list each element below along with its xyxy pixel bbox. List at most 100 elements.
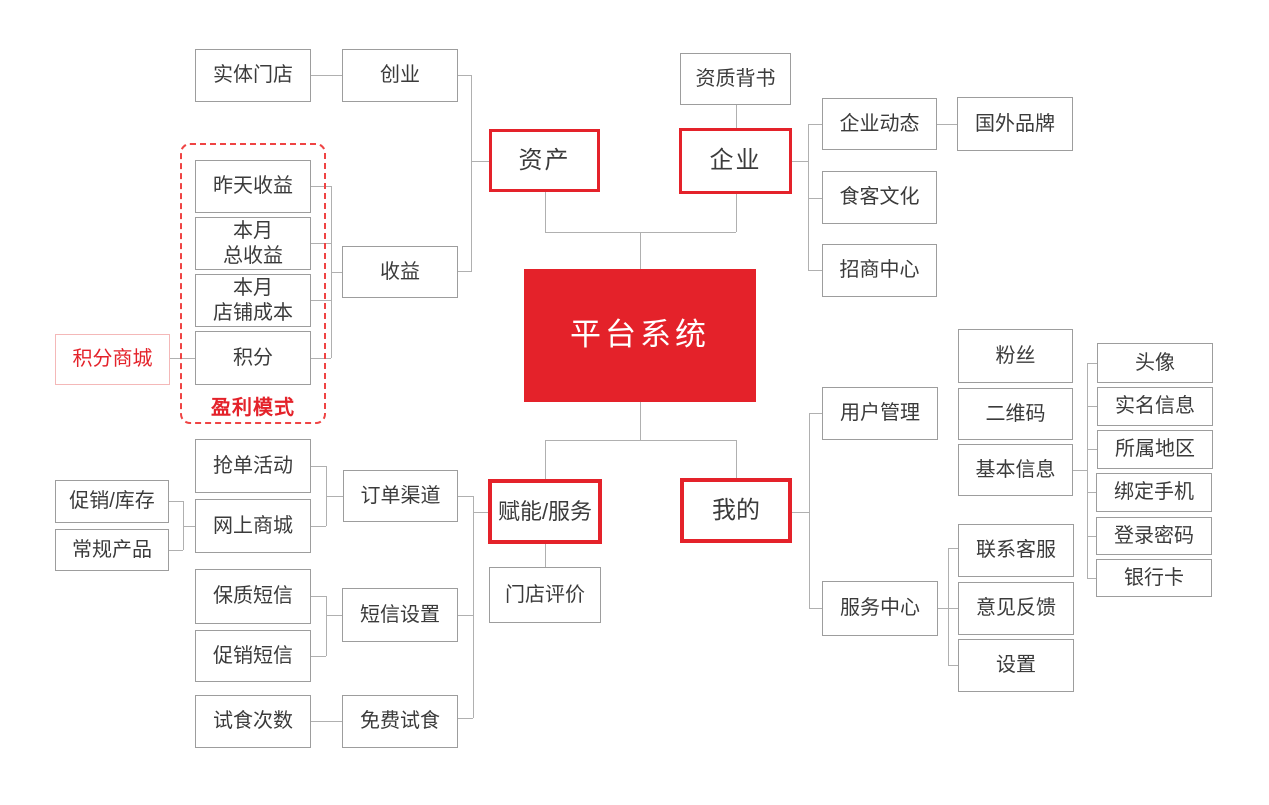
connector-line: [331, 272, 342, 273]
connector-line: [326, 466, 327, 526]
node-fans: 粉丝: [958, 329, 1073, 383]
node-points-mall: 积分商城: [55, 334, 170, 385]
node-bind-phone: 绑定手机: [1096, 473, 1212, 512]
node-trial-count: 试食次数: [195, 695, 311, 748]
connector-line: [169, 550, 183, 551]
connector-line: [792, 161, 808, 162]
connector-line: [809, 608, 822, 609]
node-bank-card: 银行卡: [1096, 559, 1212, 597]
connector-line: [169, 501, 183, 502]
connector-line: [948, 548, 958, 549]
connector-line: [326, 615, 342, 616]
node-settings: 设置: [958, 639, 1074, 692]
connector-line: [471, 161, 489, 162]
profit-model-label: 盈利模式: [211, 397, 295, 419]
connector-line: [311, 656, 326, 657]
connector-line: [948, 548, 949, 665]
node-yesterday-earnings: 昨天收益: [195, 160, 311, 213]
connector-line: [736, 440, 737, 478]
node-foreign-brands: 国外品牌: [957, 97, 1073, 151]
node-order-grab-activity: 抢单活动: [195, 439, 311, 493]
connector-line: [326, 496, 343, 497]
connector-line: [736, 105, 737, 128]
node-month-total-earnings: 本月 总收益: [195, 217, 311, 270]
connector-line: [471, 75, 472, 272]
node-qualification-endorsement: 资质背书: [680, 53, 791, 105]
connector-line: [473, 496, 474, 718]
connector-line: [808, 270, 822, 271]
connector-line: [545, 544, 546, 567]
connector-line: [1073, 470, 1087, 471]
profit-model-region: [180, 143, 326, 424]
connector-line: [458, 271, 471, 272]
connector-line: [183, 501, 184, 550]
node-regular-products: 常规产品: [55, 529, 169, 571]
connector-line: [311, 186, 331, 187]
connector-line: [458, 496, 473, 497]
connector-line: [311, 75, 342, 76]
node-empower-service: 赋能/服务: [488, 479, 602, 544]
connector-line: [545, 440, 736, 441]
node-investment-center: 招商中心: [822, 244, 937, 297]
connector-line: [640, 232, 641, 269]
connector-line: [311, 596, 326, 597]
node-physical-store: 实体门店: [195, 49, 311, 102]
connector-line: [640, 402, 641, 440]
connector-line: [311, 243, 331, 244]
connector-line: [545, 440, 546, 479]
connector-line: [311, 466, 326, 467]
node-startup: 创业: [342, 49, 458, 102]
node-region: 所属地区: [1097, 430, 1213, 469]
node-feedback: 意见反馈: [958, 582, 1074, 635]
node-sms-settings: 短信设置: [342, 588, 458, 642]
connector-line: [326, 596, 327, 656]
node-online-mall: 网上商城: [195, 499, 311, 553]
node-points: 积分: [195, 331, 311, 385]
node-basic-info: 基本信息: [958, 444, 1073, 496]
node-store-reviews: 门店评价: [489, 567, 601, 623]
node-real-name-info: 实名信息: [1097, 387, 1213, 426]
node-free-trial: 免费试食: [342, 695, 458, 748]
node-order-channels: 订单渠道: [343, 470, 458, 522]
node-diner-culture: 食客文化: [822, 171, 937, 224]
node-enterprise: 企业: [679, 128, 792, 194]
node-login-password: 登录密码: [1096, 517, 1212, 555]
connector-line: [808, 124, 822, 125]
connector-line: [1087, 406, 1097, 407]
connector-line: [1087, 363, 1097, 364]
connector-line: [311, 358, 331, 359]
connector-line: [545, 192, 546, 232]
node-platform-system: 平台系统: [524, 269, 756, 402]
node-mine: 我的: [680, 478, 792, 543]
connector-line: [792, 512, 809, 513]
connector-line: [736, 194, 737, 232]
connector-line: [809, 413, 822, 414]
connector-line: [311, 526, 326, 527]
connector-line: [473, 512, 488, 513]
connector-line: [183, 526, 195, 527]
node-enterprise-news: 企业动态: [822, 98, 937, 150]
connector-line: [311, 300, 331, 301]
node-user-management: 用户管理: [822, 387, 938, 440]
connector-line: [458, 75, 472, 76]
connector-line: [1087, 536, 1096, 537]
node-promo-inventory: 促销/库存: [55, 480, 169, 523]
connector-line: [1087, 363, 1088, 578]
connector-line: [458, 615, 473, 616]
connector-line: [1087, 492, 1096, 493]
node-promo-sms: 促销短信: [195, 630, 311, 682]
node-assets: 资产: [489, 129, 600, 192]
connector-line: [948, 665, 958, 666]
connector-line: [937, 124, 957, 125]
connector-line: [170, 358, 195, 359]
connector-line: [1087, 578, 1096, 579]
connector-line: [458, 718, 473, 719]
node-month-store-cost: 本月 店铺成本: [195, 274, 311, 327]
node-qr-code: 二维码: [958, 388, 1073, 440]
node-contact-support: 联系客服: [958, 524, 1074, 577]
node-avatar: 头像: [1097, 343, 1213, 383]
node-earnings: 收益: [342, 246, 458, 298]
connector-line: [808, 124, 809, 270]
node-shelf-life-sms: 保质短信: [195, 569, 311, 624]
connector-line: [1087, 449, 1097, 450]
